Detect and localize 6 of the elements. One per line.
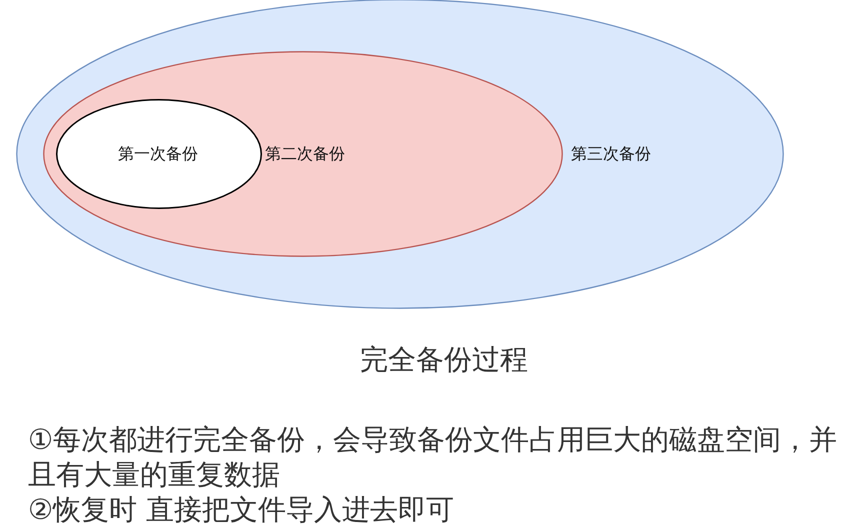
ellipse-label: 第一次备份 — [118, 144, 198, 164]
ellipse-label: 第三次备份 — [571, 144, 651, 164]
ellipse-label: 第二次备份 — [265, 144, 345, 164]
note-text: ①每次都进行完全备份，会导致备份文件占用巨大的磁盘空间，并且有大量的重复数据 — [28, 422, 838, 492]
note-text: ②恢复时 直接把文件导入进去即可 — [28, 492, 456, 527]
title: 完全备份过程 — [360, 343, 528, 377]
